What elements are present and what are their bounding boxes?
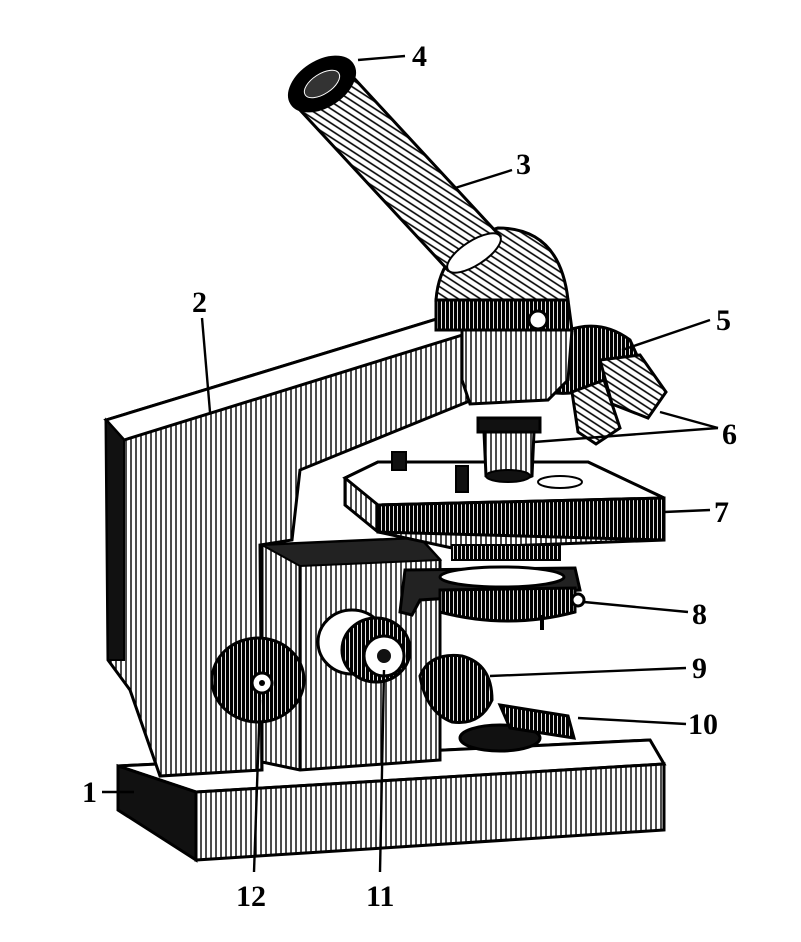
- label-9: 9: [692, 652, 707, 685]
- tube-and-eyepiece: [288, 55, 503, 274]
- label-11: 11: [366, 880, 394, 913]
- revolver-objectives: [476, 324, 668, 483]
- part-labels: 1 2 3 4 5 6 7 8 9 10 11 12: [82, 40, 737, 913]
- label-4: 4: [412, 40, 427, 73]
- label-7: 7: [714, 496, 729, 529]
- coarse-focus-knob: [210, 636, 306, 724]
- leader-lines: [102, 54, 719, 873]
- label-5: 5: [716, 304, 731, 337]
- label-6: 6: [722, 418, 737, 451]
- label-3: 3: [516, 148, 531, 181]
- label-10: 10: [688, 708, 718, 741]
- mirror: [418, 653, 577, 753]
- label-2: 2: [192, 286, 207, 319]
- label-1: 1: [82, 776, 97, 809]
- label-12: 12: [236, 880, 266, 913]
- stage-table: [342, 451, 666, 561]
- arm: [103, 316, 477, 778]
- label-8: 8: [692, 598, 707, 631]
- fine-focus-knob: [316, 608, 412, 684]
- condenser: [398, 565, 586, 630]
